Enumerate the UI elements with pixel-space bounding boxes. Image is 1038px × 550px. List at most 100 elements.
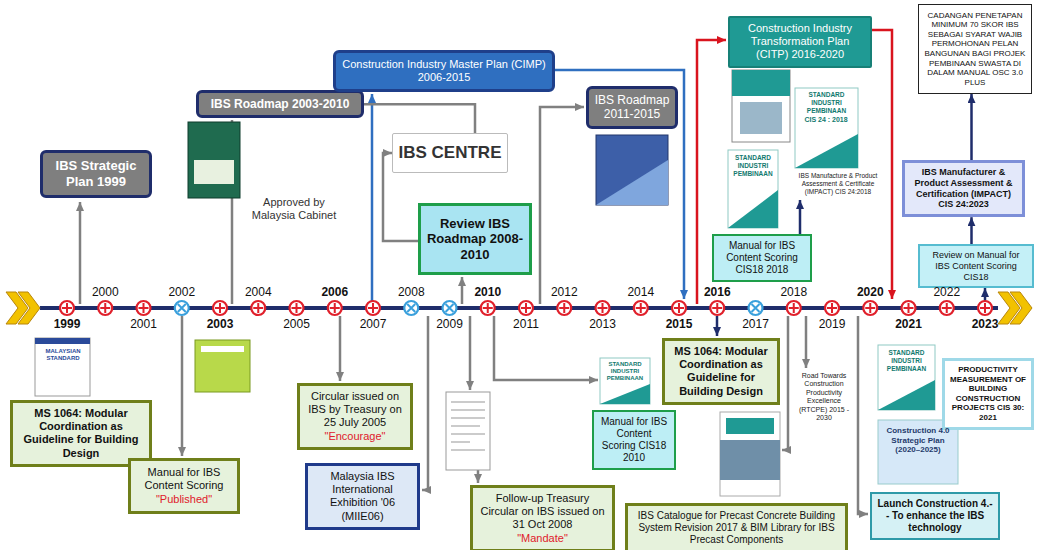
manual-box: Manual for IBS Content Scoring CIS18 201… [592, 410, 676, 470]
productivity-box: PRODUCTIVITY MEASUREMENT OF BUILDING CON… [942, 358, 1034, 430]
year-marker [251, 301, 265, 315]
cover-code: CIS 24 : 2018 [798, 116, 854, 124]
roadmap-box: IBS Roadmap 2011-2015 [586, 86, 678, 129]
marker-ring [863, 301, 877, 315]
year-marker [137, 301, 151, 315]
masterplan-box: Construction Industry Master Plan (CIMP)… [333, 50, 555, 92]
year-label: 2006 [318, 285, 352, 299]
cover-title: STANDARD INDUSTRI PEMBINAAN [602, 361, 648, 383]
marker-ring [404, 301, 418, 315]
year-marker [443, 301, 457, 315]
leader-line [371, 94, 374, 304]
box-text: Manual for IBS Content Scoring CIS18 201… [599, 416, 669, 464]
year-label: 2018 [777, 285, 811, 299]
year-marker [60, 301, 74, 315]
box-text: Malaysia IBS International Exhibition '0… [313, 470, 412, 523]
year-marker [710, 301, 724, 315]
cover-graphic [795, 134, 858, 168]
plan-box: IBS Strategic Plan 1999 [40, 150, 152, 198]
marker-cross [752, 304, 760, 312]
year-label: 2007 [356, 317, 390, 331]
standard-box: MS 1064: Modular Coordination as Guideli… [662, 338, 780, 405]
marker-ring [672, 301, 686, 315]
box-text: Launch Construction 4.- - To enhance the… [877, 498, 993, 534]
year-marker [328, 301, 342, 315]
status-note: "Encourage" [324, 430, 385, 443]
box-text: Manual for IBS Content Scoring [136, 466, 232, 492]
year-marker [596, 301, 610, 315]
connector-line [970, 94, 973, 160]
leader-line [872, 30, 892, 299]
marker-cross [521, 303, 531, 313]
standard-cover [35, 338, 90, 396]
leader-line [469, 316, 472, 390]
approval-note: Approved by Malaysia Cabinet [244, 196, 344, 222]
marker-ring [213, 301, 227, 315]
year-marker [290, 301, 304, 315]
leader-line [461, 277, 464, 304]
marker-ring [940, 301, 954, 315]
standard-cover [728, 150, 778, 228]
centre-logo: IBS CENTRE [392, 133, 508, 173]
marker-ring [596, 301, 610, 315]
marker-cross [636, 303, 646, 313]
marker-cross [712, 303, 722, 313]
catalogue-box: IBS Catalogue for Precast Concrete Build… [625, 503, 848, 550]
cover-photo [740, 102, 782, 134]
leader-line [716, 316, 719, 336]
box-text: CADANGAN PENETAPAN MINIMUM 70 SKOR IBS S… [924, 11, 1026, 88]
leader-line [799, 200, 802, 234]
year-label: 2000 [88, 285, 122, 299]
standard-cover [878, 345, 935, 410]
marker-cross [483, 303, 493, 313]
timeline-markers [60, 301, 992, 315]
year-marker [978, 301, 992, 315]
roadmap-cover [188, 122, 240, 198]
year-label: 2002 [165, 285, 199, 299]
cover-graphic [596, 160, 668, 205]
year-marker [175, 301, 189, 315]
marker-cross [827, 303, 837, 313]
review-box: Review on Manual for IBS Content Scoring… [918, 244, 1034, 288]
marker-ring [175, 301, 189, 315]
box-text: Review IBS Roadmap 2008-2010 [426, 216, 524, 263]
connector-line [364, 104, 475, 133]
box-text: Review on Manual for IBS Content Scoring… [925, 250, 1027, 282]
year-marker [557, 301, 571, 315]
year-marker [940, 301, 954, 315]
circular-box: Circular issued on IBS by Treasury on 25… [297, 383, 413, 450]
roadmap-note: Road Towards Construction Productivity E… [796, 372, 852, 422]
marker-cross [407, 304, 415, 312]
box-text: MS 1064: Modular Coordination as Guideli… [670, 345, 772, 398]
marker-ring [978, 301, 992, 315]
marker-ring [634, 301, 648, 315]
year-marker [863, 301, 877, 315]
year-label: 2015 [662, 317, 696, 331]
year-label: 2017 [739, 317, 773, 331]
box-text: IBS Strategic Plan 1999 [48, 158, 144, 189]
box-text: Construction Industry Transformation Pla… [735, 22, 865, 62]
leader-line [339, 316, 342, 381]
marker-ring [60, 301, 74, 315]
chevron [1010, 292, 1032, 324]
cover-band [201, 346, 244, 352]
status-note: "Published" [156, 493, 212, 506]
marker-ring [519, 301, 533, 315]
marker-ring [443, 301, 457, 315]
document-thumbnails [35, 70, 958, 496]
year-label: 2020 [853, 285, 887, 299]
marker-ring [481, 301, 495, 315]
marker-ring [290, 301, 304, 315]
leader-line [782, 316, 788, 450]
marker-cross [292, 303, 302, 313]
proposal-note: CADANGAN PENETAPAN MINIMUM 70 SKOR IBS S… [918, 4, 1032, 94]
leader-lines [80, 30, 985, 514]
standard-box: MS 1064: Modular Coordination as Guideli… [10, 400, 152, 467]
cover-photo [720, 440, 780, 480]
cover-title: STANDARD INDUSTRI PEMBINAAN [798, 91, 855, 114]
marker-cross [674, 303, 684, 313]
marker-cross [559, 303, 569, 313]
citp-cover [732, 70, 790, 142]
chevron [18, 292, 40, 324]
box-text: Manual for IBS Content Scoring CIS18 201… [719, 240, 805, 276]
